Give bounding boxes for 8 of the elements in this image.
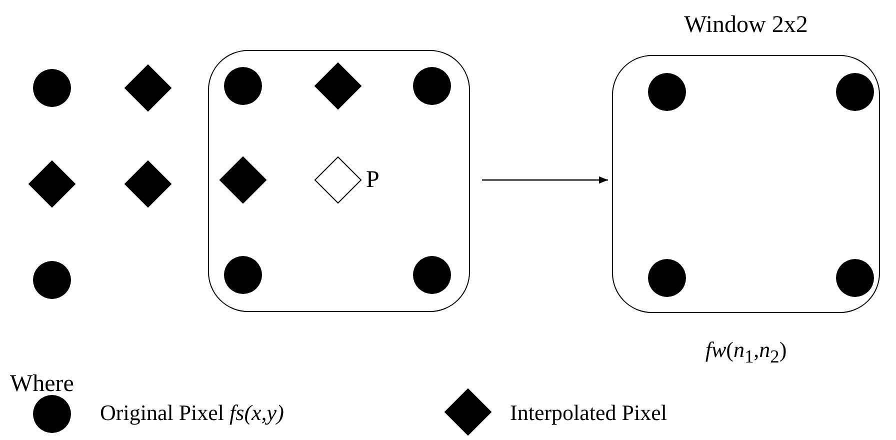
point-label: P	[366, 168, 380, 192]
legend-text: Original Pixel fs(x,y)	[100, 402, 284, 424]
arrow	[482, 176, 608, 184]
where-note: Where	[10, 372, 74, 396]
function-label: fw(n$_{1}$,n$_{2}$)	[704, 339, 788, 366]
window-title: Window 2x2	[683, 13, 809, 37]
legend-text: Interpolated Pixel	[510, 402, 668, 424]
rounded-window-frame	[208, 50, 470, 312]
